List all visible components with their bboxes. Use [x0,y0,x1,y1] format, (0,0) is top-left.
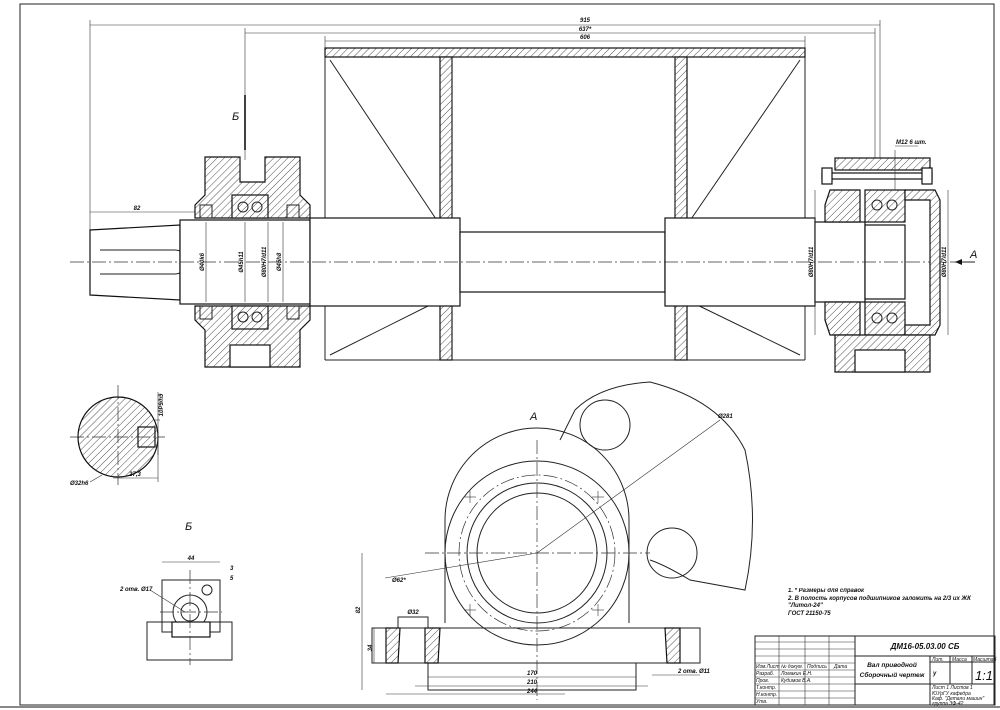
right-bearing-housing: Ø80H7/d11 Ø80H7/d11 M12 6 шт. А [809,140,977,373]
view-b-label: Б [185,521,192,533]
view-b: Б 44 3 5 2 отв. Ø17 [119,521,234,665]
dim-606: 606 [580,35,591,41]
role-1: Пров. [756,678,769,684]
org-line-1: ЮУрГУ кафедра [932,691,971,697]
scale-value: 1:1 [975,668,993,683]
drawing-frame [19,3,995,706]
dim-shaft-dia: Ø32h6 [70,481,89,487]
dim-210: 210 [526,680,538,686]
note-3: ГОСТ 21150-75 [788,610,831,617]
dim-base-height: 34 [368,644,374,651]
dim-915: 915 [580,18,591,24]
view-a-arrow-label: А [969,249,977,261]
dim-637: 637* [579,27,592,33]
col-header-2: Подпись [807,664,827,670]
title-line-1: Вал приводной [867,661,917,669]
col-header-3: Дата [833,664,847,670]
dim-bore-dia: Ø62* [392,578,406,584]
note-2: 2. В полость корпусов подшипников заложи… [788,595,971,610]
view-a: А Ø281 Ø62* Ø32 82 34 170 210 [356,381,753,700]
lit-value: у [932,671,937,677]
technical-notes: 1. * Размеры для справок 2. В полость ко… [788,588,971,617]
org-line-2: Каф. "Детали машин" [932,696,984,702]
dim-pin-dia: Ø32 [407,610,419,616]
sheet-info: Лист 1 Листов 1 [931,685,973,691]
drum [324,47,806,361]
dim-left-d4: Ø45h8 [277,252,283,271]
cut-label-b: Б [232,111,239,123]
name-1: Кудимов В.А. [781,678,812,684]
lit-header: Лит. [931,657,944,663]
role-2: Т.контр. [756,685,776,691]
role-4: Утв. [756,699,767,705]
title-block: ДМ16-05.03.00 СБ Вал приводной Сборочный… [754,635,997,707]
mass-header: Масса [952,657,967,663]
shaft [70,217,965,307]
dim-b-off2: 5 [230,576,234,582]
org-line-3: группа ЗФ-42 [932,701,964,707]
dim-left-d1: Ø40k6 [200,252,206,271]
dim-b-off1: 3 [230,566,234,572]
dim-170: 170 [527,671,538,677]
left-bearing-housing: Ø40k6 Ø45h11 Ø80H7/d11 Ø45h8 Б [194,95,311,368]
role-3: Н.контр. [756,692,777,698]
doc-number: ДМ16-05.03.00 СБ [890,642,960,651]
scale-header: Масштаб [973,657,997,663]
dim-key-width: 10P9/h9 [159,393,165,416]
dim-key-depth: 27,3 [128,472,141,478]
dim-244: 244 [526,689,538,695]
dim-holes: 2 отв. Ø11 [677,669,711,675]
bolt-label: M12 6 шт. [896,140,927,146]
note-1: 1. * Размеры для справок [788,588,865,594]
dim-82: 82 [134,206,141,212]
key-section: 10P9/h9 27,3 Ø32h6 [70,385,165,487]
dim-right-d1: Ø80H7/d11 [809,246,815,277]
view-a-label: А [529,411,537,423]
name-0: Ломакин Е.Н. [780,671,812,677]
dim-left-d3: Ø80H7/d11 [262,246,268,277]
title-line-2: Сборочный чертеж [860,671,926,679]
dim-b-holes: 2 отв. Ø17 [119,587,153,593]
top-dimensions: 915 637* 606 82 [89,18,881,262]
dim-b-width: 44 [187,556,195,562]
dim-height: 82 [356,606,362,613]
dim-outer-dia: Ø281 [718,414,733,420]
col-header-0: Изм.Лист [756,664,780,670]
col-header-1: № докум. [781,664,803,670]
dim-left-d2: Ø45h11 [239,251,245,273]
role-0: Разраб. [756,671,774,677]
dim-right-d2: Ø80H7/d11 [942,246,948,277]
